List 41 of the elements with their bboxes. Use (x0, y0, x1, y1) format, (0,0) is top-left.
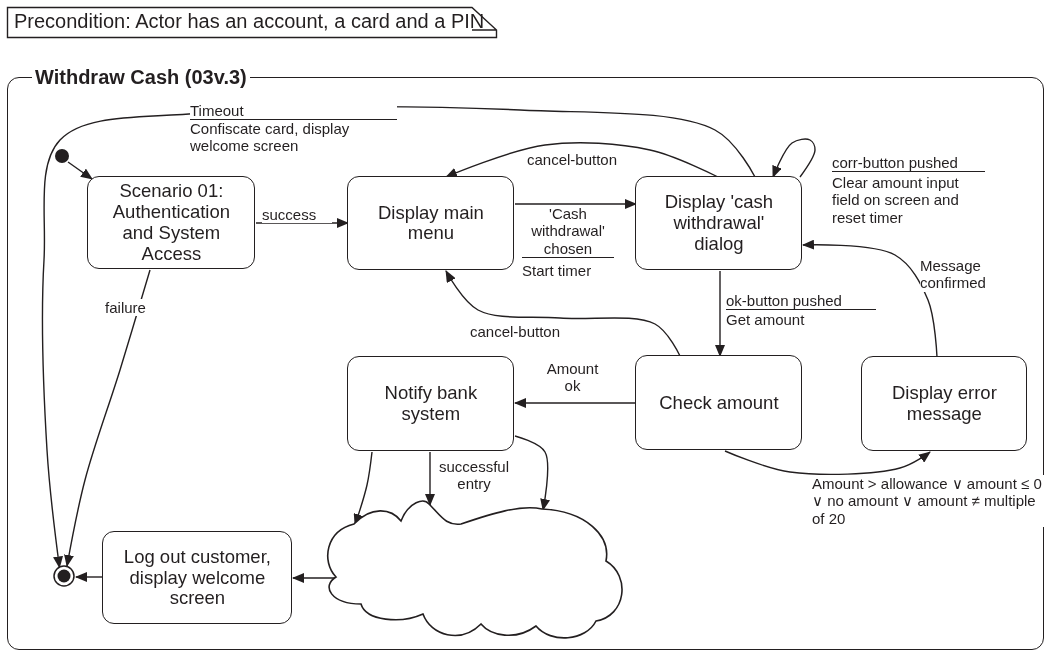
state-box (87, 176, 256, 270)
state-box (347, 176, 515, 271)
transition-arrow (64, 269, 151, 567)
transition-arrow (514, 199, 637, 209)
transition-arrow (514, 398, 637, 408)
state-box (347, 356, 515, 452)
transition-arrow (75, 572, 104, 582)
transition-label: corr-button pushed (832, 154, 985, 173)
transition-label: Timeout (190, 102, 397, 121)
action-text: Get amount (726, 311, 806, 329)
transition-arrow (425, 451, 435, 506)
transition-arrow (802, 239, 938, 358)
state-name: Scenario 01: Authentication and System Access (111, 181, 231, 265)
transition-arrow (724, 450, 931, 476)
transition-arrow (514, 435, 550, 511)
transition-label: ok-button pushed (726, 292, 876, 311)
transition-label: Amount > allowance ∨ amount ≤ 0 ∨ no amount ∨ amount ≠ multiple of 20 (812, 475, 1044, 527)
transition-arrow (255, 218, 349, 228)
transition-label: failure (103, 299, 148, 317)
transition-arrow (715, 270, 725, 357)
state-name: Log out customer, display welcome screen (122, 546, 272, 609)
state-box (635, 176, 803, 271)
state-box (635, 355, 803, 451)
transition-arrow (445, 142, 719, 178)
final-state (53, 565, 76, 588)
state-name: Notify bank system (383, 383, 479, 425)
state-box (102, 531, 293, 625)
action-text: Start timer (522, 262, 593, 280)
precondition-note: Precondition: Actor has an account, a card and a PIN (7, 7, 497, 38)
transition-arrow (67, 161, 93, 180)
state-name: Display error message (890, 383, 998, 425)
state-name: Check amount (659, 392, 779, 414)
state-name: Display 'cash withdrawal' dialog (663, 192, 775, 255)
transition-arrow (772, 138, 816, 178)
action-text: Clear amount input field on screen and reset timer (832, 174, 960, 226)
action-text: Confiscate card, display welcome screen (190, 120, 350, 155)
transition-arrow (445, 270, 681, 357)
transition-label: 'Cash withdrawal' chosen (522, 205, 614, 258)
state-name: Display main menu (376, 202, 485, 245)
initial-state (55, 149, 70, 164)
state-box (861, 356, 1028, 452)
